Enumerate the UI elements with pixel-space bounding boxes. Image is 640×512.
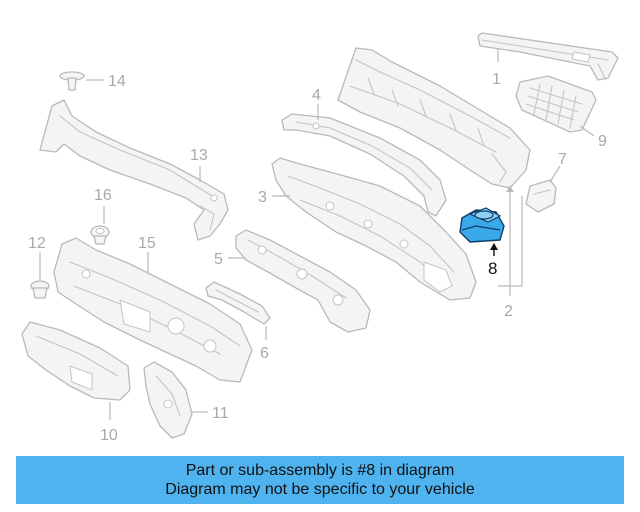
part-5-bracket — [235, 229, 371, 333]
callout-15[interactable]: 15 — [138, 235, 156, 252]
callout-11[interactable]: 11 — [212, 405, 229, 422]
callout-6[interactable]: 6 — [260, 345, 269, 362]
leader-7 — [549, 165, 561, 183]
arrow-2-up — [506, 186, 514, 192]
part-8-highlighted[interactable] — [459, 207, 505, 243]
callout-13[interactable]: 13 — [190, 147, 208, 164]
part-2-cowl-top-assembly — [337, 47, 531, 189]
callout-5[interactable]: 5 — [214, 251, 223, 268]
callout-1[interactable]: 1 — [492, 71, 501, 88]
callout-10[interactable]: 10 — [100, 427, 118, 444]
arrow-8-up — [490, 243, 498, 250]
callout-16[interactable]: 16 — [94, 187, 112, 204]
part-13-bracket — [39, 99, 229, 241]
leader-9 — [579, 125, 595, 137]
caption-line-1: Part or sub-assembly is #8 in diagram — [185, 462, 455, 479]
callout-9[interactable]: 9 — [598, 133, 607, 150]
parts-diagram: 1 9 7 4 3 2 — [21, 32, 619, 444]
callout-4[interactable]: 4 — [312, 87, 321, 104]
part-16-grommet — [90, 225, 110, 245]
part-14-clip — [59, 71, 85, 91]
callout-12[interactable]: 12 — [28, 235, 46, 252]
part-3-dash-panel — [271, 157, 477, 301]
part-4-cross-member — [281, 113, 447, 217]
callout-8[interactable]: 8 — [488, 259, 497, 278]
callout-3[interactable]: 3 — [258, 189, 267, 206]
part-15-insulator — [53, 237, 253, 383]
callout-2[interactable]: 2 — [504, 303, 513, 320]
part-1-cowl-panel — [477, 32, 619, 81]
part-11-bracket — [143, 361, 193, 439]
callout-7[interactable]: 7 — [558, 151, 567, 168]
part-10-insulator — [21, 321, 131, 401]
part-9-grille — [515, 75, 597, 133]
callout-14[interactable]: 14 — [108, 73, 126, 90]
part-6-strip — [205, 281, 271, 325]
part-7-bracket — [525, 179, 557, 213]
caption-line-2: Diagram may not be specific to your vehi… — [165, 481, 475, 498]
part-12-plug — [30, 280, 50, 299]
caption-banner: Part or sub-assembly is #8 in diagram Di… — [16, 456, 624, 504]
